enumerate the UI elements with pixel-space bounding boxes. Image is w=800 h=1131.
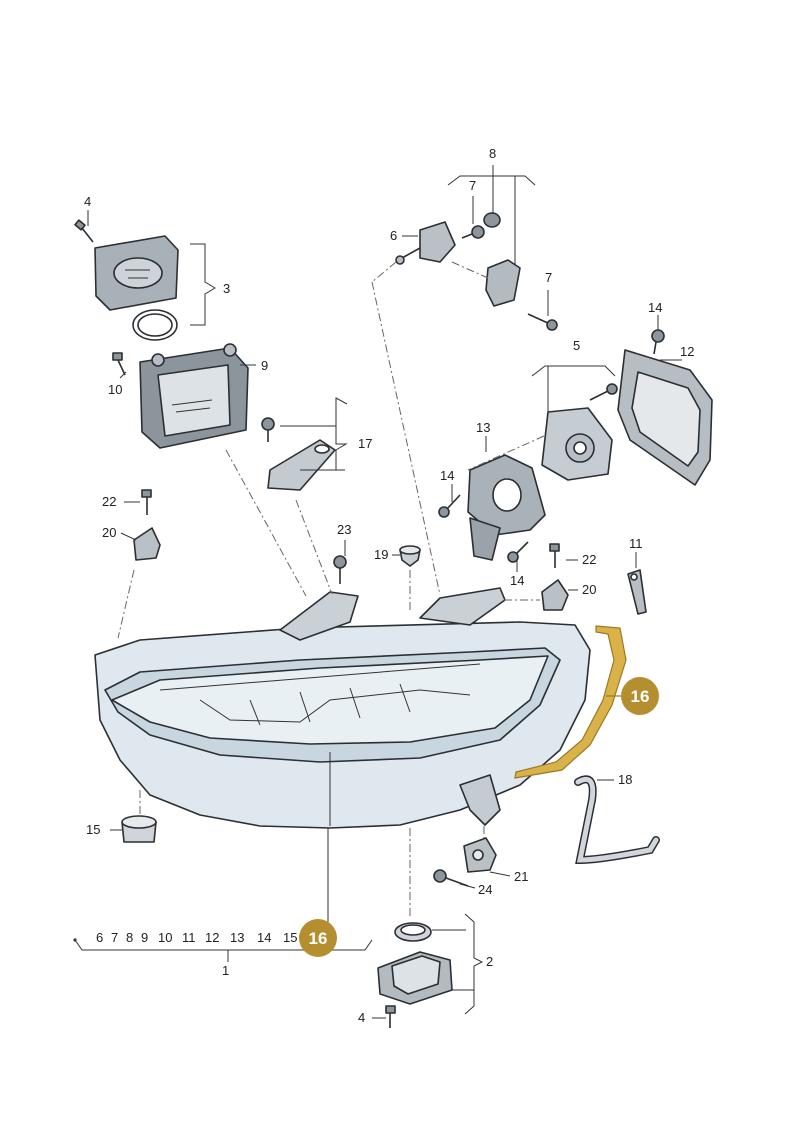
label-14-c: 14 bbox=[648, 300, 662, 315]
label-15: 15 bbox=[86, 822, 100, 837]
label-7-a: 7 bbox=[469, 178, 476, 193]
ref-8: 8 bbox=[126, 930, 133, 945]
highlight-callout-16-right[interactable]: 16 bbox=[621, 677, 659, 715]
screw-4-bottom bbox=[385, 1005, 396, 1028]
label-20-left: 20 bbox=[102, 525, 116, 540]
screw-22-right bbox=[549, 543, 560, 568]
label-4-bottom: 4 bbox=[358, 1010, 365, 1025]
bracket-11 bbox=[627, 569, 647, 615]
screw-23 bbox=[333, 555, 347, 584]
screw-7-b bbox=[527, 313, 558, 331]
label-4-top: 4 bbox=[84, 194, 91, 209]
screw-10 bbox=[112, 352, 126, 376]
mount-frame-9 bbox=[139, 343, 249, 449]
label-16-right: 16 bbox=[631, 687, 650, 706]
cap-15 bbox=[121, 815, 157, 843]
label-1: 1 bbox=[222, 963, 229, 978]
label-17: 17 bbox=[358, 436, 372, 451]
label-6: 6 bbox=[390, 228, 397, 243]
adjuster-20-left bbox=[133, 527, 161, 561]
ref-6: 6 bbox=[96, 930, 103, 945]
label-24: 24 bbox=[478, 882, 492, 897]
ballast-module-2 bbox=[377, 951, 453, 1005]
screw-24 bbox=[433, 869, 469, 887]
label-22-right: 22 bbox=[582, 552, 596, 567]
bracket-17 bbox=[261, 417, 336, 491]
screw-22-left bbox=[141, 489, 152, 515]
leveling-motor-6 bbox=[395, 221, 456, 265]
label-12: 12 bbox=[680, 344, 694, 359]
ref-10: 10 bbox=[158, 930, 172, 945]
ballast-module-3 bbox=[94, 235, 179, 341]
callout-labels: 8 7 6 7 4 3 9 10 5 14 12 17 13 14 22 20 … bbox=[84, 146, 694, 1025]
label-22-left: 22 bbox=[102, 494, 116, 509]
adjuster-20-right bbox=[541, 579, 569, 611]
grommet-8 bbox=[483, 212, 501, 228]
label-19: 19 bbox=[374, 547, 388, 562]
screw-7-a bbox=[461, 225, 485, 239]
ref-7: 7 bbox=[111, 930, 118, 945]
label-21: 21 bbox=[514, 869, 528, 884]
label-11: 11 bbox=[629, 536, 643, 551]
headlamp-housing bbox=[94, 587, 591, 829]
screw-14-c bbox=[651, 329, 665, 355]
label-18: 18 bbox=[618, 772, 632, 787]
retaining-frame-13 bbox=[467, 454, 546, 561]
label-14-b: 14 bbox=[510, 573, 524, 588]
label-9: 9 bbox=[261, 358, 268, 373]
screw-14-b bbox=[507, 541, 529, 563]
light-module-5 bbox=[541, 383, 618, 481]
ref-11: 11 bbox=[182, 930, 196, 945]
clip-8 bbox=[485, 259, 521, 307]
cover-cap-12 bbox=[617, 349, 713, 486]
ref-9: 9 bbox=[141, 930, 148, 945]
label-7-b: 7 bbox=[545, 270, 552, 285]
label-13: 13 bbox=[476, 420, 490, 435]
hose-18 bbox=[574, 775, 660, 865]
label-14-a: 14 bbox=[440, 468, 454, 483]
ref-12: 12 bbox=[205, 930, 219, 945]
seal-strip-highlight bbox=[514, 625, 627, 779]
highlight-callout-16-bottom[interactable]: 16 bbox=[299, 919, 337, 957]
label-16-bottom: 16 bbox=[309, 929, 328, 948]
ref-15: 15 bbox=[283, 930, 297, 945]
label-5: 5 bbox=[573, 338, 580, 353]
ring-2 bbox=[394, 922, 432, 942]
assembly-lines bbox=[117, 261, 545, 918]
leader-lines bbox=[74, 165, 682, 1019]
label-2: 2 bbox=[486, 954, 493, 969]
label-8: 8 bbox=[489, 146, 496, 161]
adjuster-21 bbox=[463, 837, 497, 873]
label-10: 10 bbox=[108, 382, 122, 397]
reference-row: 6 7 8 9 10 11 12 13 14 15 bbox=[73, 930, 297, 945]
screw-14-a bbox=[438, 494, 461, 518]
label-20-right: 20 bbox=[582, 582, 596, 597]
label-23: 23 bbox=[337, 522, 351, 537]
plug-19 bbox=[399, 545, 421, 567]
screw-4-top bbox=[74, 219, 94, 243]
ref-13: 13 bbox=[230, 930, 244, 945]
label-3: 3 bbox=[223, 281, 230, 296]
ref-14: 14 bbox=[257, 930, 271, 945]
